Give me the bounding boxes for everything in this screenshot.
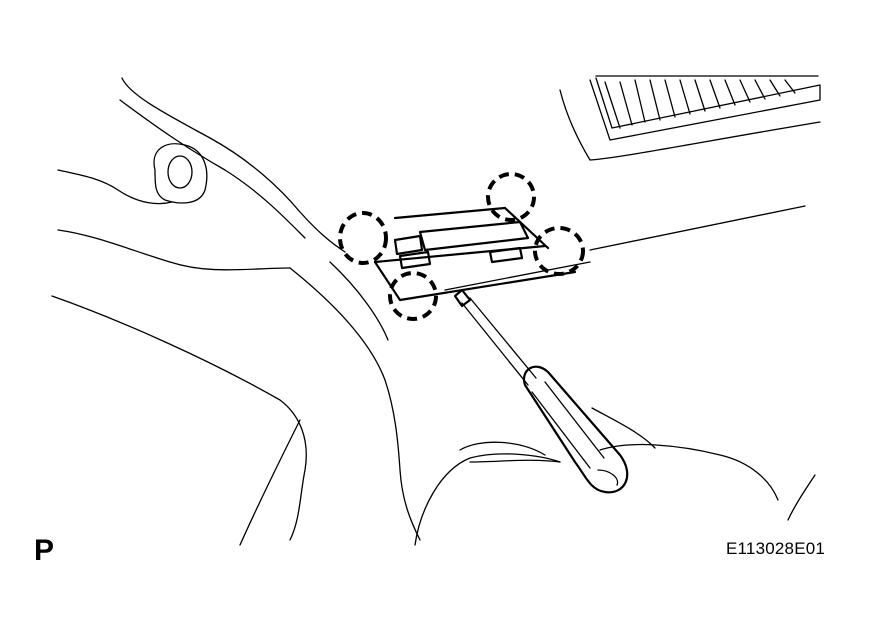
clip-location-marker	[486, 172, 536, 222]
clip-markers	[338, 172, 585, 321]
clip-location-marker	[533, 226, 585, 276]
screwdriver-icon	[453, 288, 629, 494]
vent-grille	[589, 75, 821, 141]
clip-location-marker	[338, 211, 388, 265]
pillar-hole	[153, 143, 208, 204]
clip-location-marker	[388, 271, 438, 321]
view-label: P	[34, 534, 55, 567]
pillar-trim	[51, 77, 421, 546]
headliner	[444, 89, 821, 291]
figure-code: E113028E01	[726, 539, 826, 558]
hand	[414, 407, 816, 546]
cover-panel	[373, 206, 577, 302]
